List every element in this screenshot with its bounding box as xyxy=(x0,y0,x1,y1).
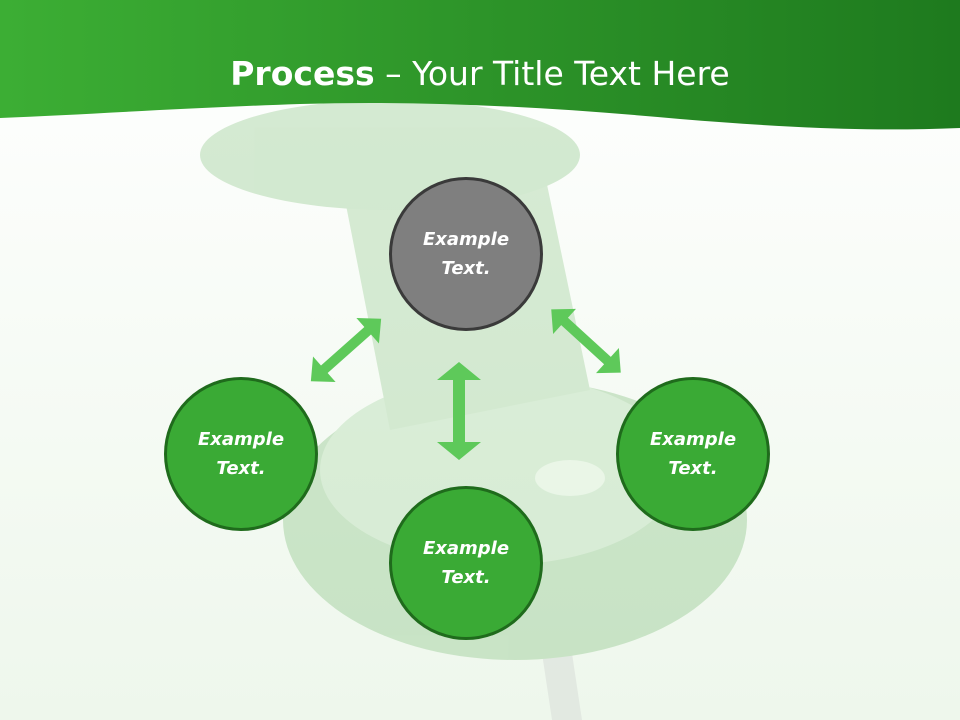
node-text-line1: Example xyxy=(649,429,737,450)
title-rest: – Your Title Text Here xyxy=(374,54,730,93)
node-text-line1: Example xyxy=(422,538,510,559)
header-banner xyxy=(0,0,960,130)
node-text-line2: Text. xyxy=(441,258,491,279)
node-text-line2: Text. xyxy=(441,567,491,588)
arrow-top-left xyxy=(310,318,382,382)
node-text-line2: Text. xyxy=(668,458,718,479)
node-text-line1: Example xyxy=(422,229,510,250)
process-node-top: Example Text. xyxy=(389,177,543,331)
arrow-vertical xyxy=(437,362,481,460)
slide-title: Process – Your Title Text Here xyxy=(0,52,960,96)
node-text-line1: Example xyxy=(197,429,285,450)
process-node-bottom: Example Text. xyxy=(389,486,543,640)
process-node-right: Example Text. xyxy=(616,377,770,531)
arrow-top-right xyxy=(551,308,621,374)
process-node-left: Example Text. xyxy=(164,377,318,531)
title-bold: Process xyxy=(230,54,375,93)
node-text-line2: Text. xyxy=(216,458,266,479)
connector-arrows xyxy=(310,308,621,460)
